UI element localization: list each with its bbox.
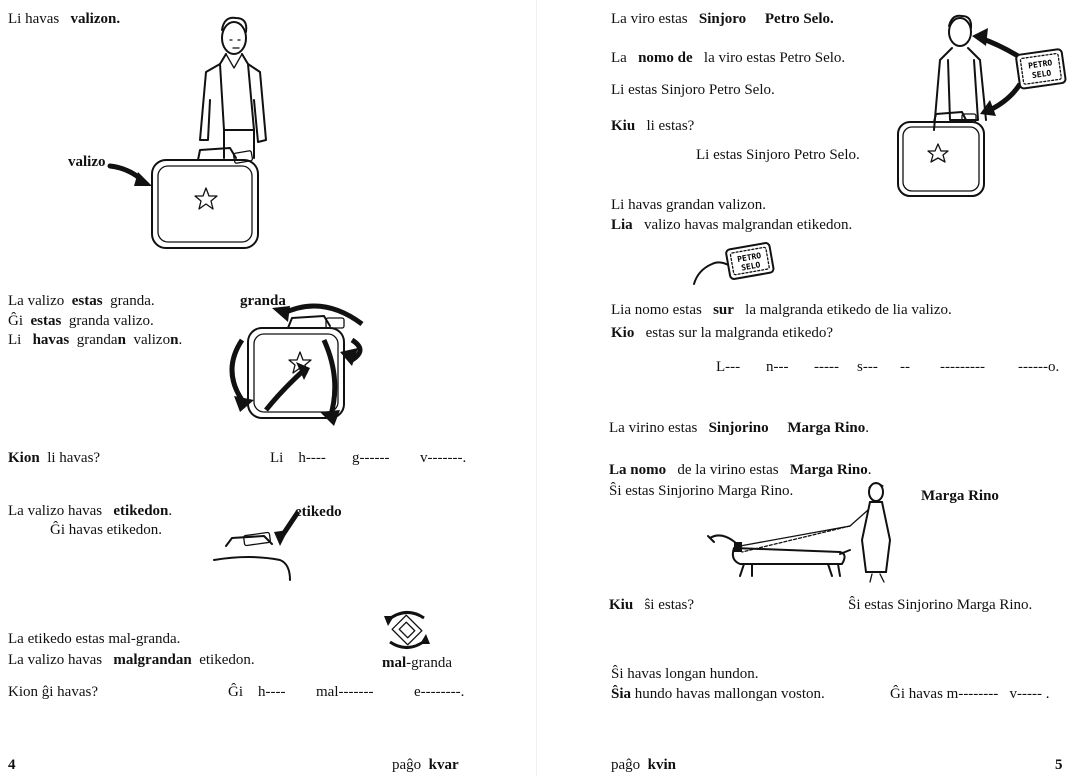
label-valizo: valizo bbox=[68, 154, 106, 170]
sentence-viro-estas-sinjoro: La viro estas Sinjoro Petro Selo. bbox=[611, 11, 834, 27]
page-word-right: paĝo kvin bbox=[611, 757, 677, 773]
answer-blank-mallongan-voston: Ĝi havas m-------- v----- . bbox=[890, 686, 1050, 702]
question-kion-gi-havas: Kion ĝi havas? bbox=[8, 684, 98, 700]
question-kiu-si-estas: Kiu ŝi estas? bbox=[609, 597, 695, 613]
small-tag-text-selo: SELO bbox=[741, 260, 762, 272]
small-name-tag-illustration: PETRO SELO bbox=[693, 242, 775, 285]
question-kion-li-havas: Kion li havas? bbox=[8, 450, 101, 466]
sentence-gi-estas-granda-valizo: Ĝi estas granda valizo. bbox=[8, 313, 154, 329]
book-spine bbox=[536, 0, 537, 776]
answer-blank-e: e--------. bbox=[414, 684, 465, 700]
blank-la: -- bbox=[900, 359, 910, 375]
question-kio-estas-sur: Kio estas sur la malgranda etikedo? bbox=[611, 325, 834, 341]
blank-l: L--- bbox=[716, 359, 741, 375]
woman-walking-dog-illustration bbox=[707, 482, 891, 583]
answer-blank-g: g------ bbox=[352, 450, 390, 466]
arrow-to-suitcase-icon bbox=[107, 163, 152, 186]
question-kiu-li-estas: Kiu li estas? bbox=[611, 118, 695, 134]
label-mal-granda: mal-granda bbox=[382, 655, 452, 671]
shrinking-arrows-icon bbox=[384, 611, 430, 649]
small-tag-text-petro: PETRO bbox=[737, 251, 762, 264]
sentence-si-estas-sinjorino: Ŝi estas Sinjorino Marga Rino. bbox=[609, 483, 794, 499]
sentence-li-havas-grandan-valizon: Li havas grandan valizon. bbox=[8, 332, 183, 348]
sentence-valizo-havas-malgrandan-etikedon: La valizo havas malgrandan etikedon. bbox=[8, 652, 255, 668]
sentence-si-havas-longan-hundon: Ŝi havas longan hundon. bbox=[611, 666, 759, 682]
suitcase-handle-with-tag-illustration bbox=[213, 510, 301, 581]
sentence-gi-havas-etikedon: Ĝi havas etikedon. bbox=[50, 522, 163, 538]
big-suitcase-with-arrows-illustration bbox=[229, 303, 364, 426]
sentence-lia-valizo: Lia valizo havas malgrandan etikedon. bbox=[611, 217, 853, 233]
sentence-nomo-de-la-viro: La nomo de la viro estas Petro Selo. bbox=[611, 50, 846, 66]
sentence-li-estas-sinjoro: Li estas Sinjoro Petro Selo. bbox=[611, 82, 775, 98]
tag-text-selo: SELO bbox=[1031, 68, 1052, 80]
answer-blank-v: v-------. bbox=[420, 450, 467, 466]
page-number-left: 4 bbox=[8, 757, 16, 773]
answer-si-estas-sinjorino: Ŝi estas Sinjorino Marga Rino. bbox=[848, 597, 1033, 613]
sentence-la-nomo-de-la-virino: La nomo de la virino estas Marga Rino. bbox=[609, 462, 872, 478]
answer-blank-mal: mal------- bbox=[316, 684, 374, 700]
sentence-li-havas-grandan-valizon-right: Li havas grandan valizon. bbox=[611, 197, 766, 213]
answer-blank-gi-h: Ĝi h---- bbox=[228, 684, 286, 700]
label-etikedo: etikedo bbox=[295, 504, 342, 520]
petro-selo-with-suitcase-illustration: PETRO SELO bbox=[897, 14, 1067, 197]
blank-n: n--- bbox=[766, 359, 789, 375]
man-with-suitcase-illustration bbox=[151, 16, 267, 249]
sentence-valizo-estas-granda: La valizo estas granda. bbox=[8, 293, 155, 309]
sentence-lia-nomo-estas-sur: Lia nomo estas sur la malgranda etikedo … bbox=[611, 302, 952, 318]
sentence-etikedo-estas-mal-granda: La etikedo estas mal-granda. bbox=[8, 631, 181, 647]
answer-blank-line-1: Li h---- bbox=[270, 450, 326, 466]
sentence-virino-estas-sinjorino: La virino estas Sinjorino Marga Rino. bbox=[609, 420, 869, 436]
label-marga-rino: Marga Rino bbox=[921, 488, 999, 504]
blank-s: s--- bbox=[857, 359, 878, 375]
label-granda: granda bbox=[240, 293, 286, 309]
sentence-valizo-havas-etikedon: La valizo havas etikedon. bbox=[8, 503, 173, 519]
blank-etikedo: --------- bbox=[940, 359, 985, 375]
answer-li-estas-sinjoro: Li estas Sinjoro Petro Selo. bbox=[696, 147, 860, 163]
sentence-li-havas-valizon: Li havas valizon. bbox=[8, 11, 121, 27]
blank-estas: ----- bbox=[814, 359, 839, 375]
blank-o: ------o. bbox=[1018, 359, 1060, 375]
page-number-right: 5 bbox=[1055, 757, 1063, 773]
tag-text-petro: PETRO bbox=[1028, 58, 1053, 70]
page-word-left: paĝo kvar bbox=[392, 757, 459, 773]
sentence-sia-hundo: Ŝia hundo havas mallongan voston. bbox=[611, 686, 825, 702]
